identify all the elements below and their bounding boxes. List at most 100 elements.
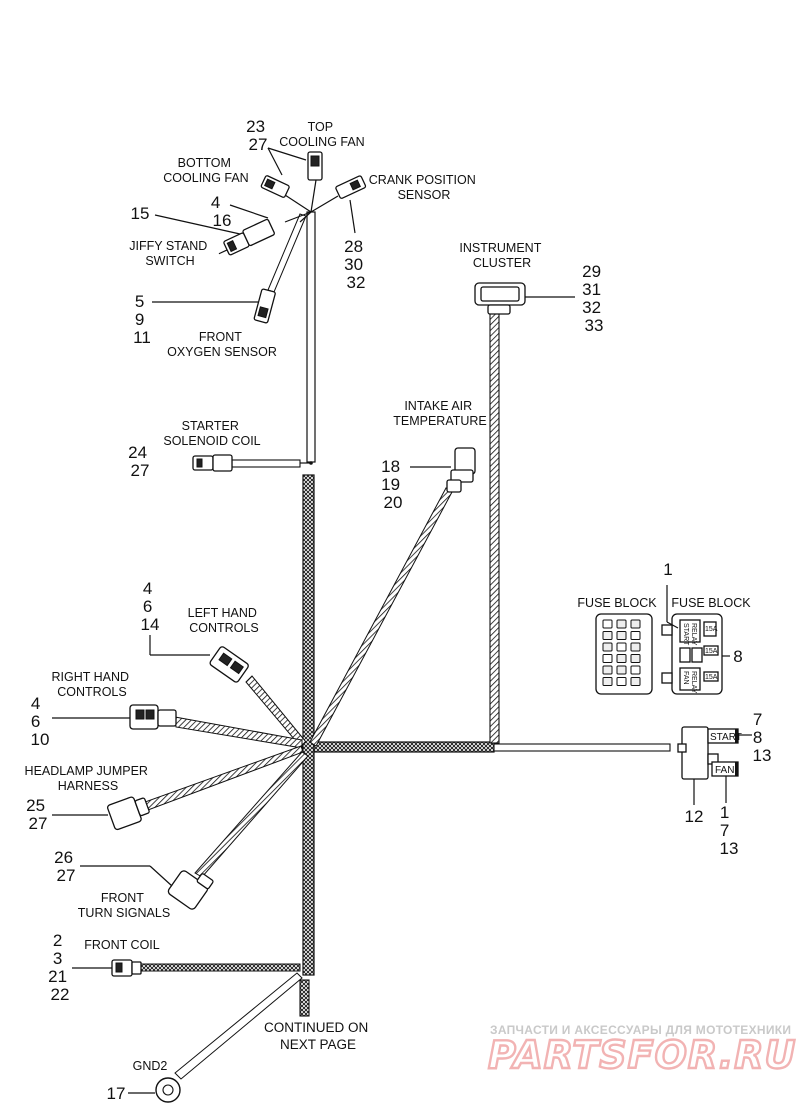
callout-iat: 18 19 20 — [381, 457, 405, 512]
fuse-block-left — [595, 613, 653, 695]
fuse-block-right: START RELAY FAN RELAY 15A 15A 15A — [661, 613, 723, 695]
label-fuse-block-left: FUSE BLOCK — [577, 596, 657, 610]
start-relay-tag: START — [682, 623, 689, 646]
fuse-rating-b: 15A — [705, 674, 718, 681]
callout-headlamp: 25 27 — [26, 796, 50, 833]
left-hand-controls-connector — [209, 646, 249, 683]
ground-ring-terminal — [128, 1077, 181, 1103]
headlamp-jumper-connector — [106, 796, 150, 831]
right-hand-controls-connector — [129, 704, 177, 730]
fuse-slot — [616, 665, 627, 675]
intake-air-temperature-connector — [410, 447, 476, 493]
callout-relay-bottom-left: 12 — [685, 807, 704, 826]
fuse-slot — [630, 631, 641, 640]
jiffy-stand-switch-connector — [218, 218, 275, 256]
branch-iat — [309, 487, 453, 747]
fuse-slot — [602, 654, 613, 663]
label-intake-air-temperature: INTAKE AIR TEMPERATURE — [393, 399, 487, 428]
starter-solenoid-connector — [192, 454, 233, 472]
label-continued: CONTINUED ON NEXT PAGE — [264, 1020, 372, 1052]
fuse-slot — [602, 642, 613, 652]
label-front-turn-signals: FRONT TURN SIGNALS — [78, 891, 170, 920]
label-top-cooling-fan: TOP COOLING FAN — [279, 120, 364, 149]
fuse-rating-a: 15A — [705, 648, 718, 655]
callout-fuse-top: 1 — [663, 560, 672, 579]
text-labels: TOP COOLING FAN BOTTOM COOLING FAN CRANK… — [25, 120, 752, 1073]
leader-lines — [152, 147, 356, 303]
label-fuse-block-right: FUSE BLOCK — [671, 596, 751, 610]
callout-relay-bottom-right: 1 7 13 — [720, 803, 739, 858]
label-right-hand-controls: RIGHT HAND CONTROLS — [51, 670, 132, 699]
watermark-tagline: ЗАПЧАСТИ И АКСЕССУАРЫ ДЛЯ МОТОТЕХНИКИ — [490, 1023, 791, 1037]
front-turn-signals-connector — [167, 870, 214, 910]
callout-relay-right: 7 8 13 — [753, 710, 772, 765]
callout-cluster: 29 31 32 33 — [582, 262, 606, 335]
fuse-slot — [602, 631, 613, 640]
watermark: ЗАПЧАСТИ И АКСЕССУАРЫ ДЛЯ МОТОТЕХНИКИ PA… — [487, 1023, 797, 1078]
fuse-slot — [616, 654, 627, 663]
label-starter-solenoid-coil: STARTER SOLENOID COIL — [163, 419, 260, 448]
crank-position-sensor-connector — [335, 175, 367, 199]
branch-turn-signals — [194, 751, 309, 878]
diagonal-branches — [139, 213, 453, 1080]
label-gnd2: GND2 — [133, 1059, 168, 1073]
fuse-slot — [602, 619, 613, 629]
label-jiffy-stand-switch: JIFFY STAND SWITCH — [129, 239, 211, 268]
fuse-slot — [616, 642, 627, 652]
fuse-slot — [630, 654, 641, 663]
fan-tag: FAN — [715, 765, 734, 776]
fuse-slot — [630, 619, 641, 629]
branch-left-hand — [245, 675, 307, 747]
label-front-coil: FRONT COIL — [84, 938, 160, 952]
fuse-slot — [602, 665, 613, 675]
branch-ground — [174, 972, 303, 1080]
fuse-rating-c: 15A — [705, 626, 718, 633]
watermark-brand: PARTSFOR.RU — [488, 1033, 796, 1077]
label-front-oxygen-sensor: FRONT OXYGEN SENSOR — [167, 330, 277, 359]
branch-front-coil — [139, 963, 301, 972]
label-left-hand-controls: LEFT HAND CONTROLS — [188, 606, 261, 635]
callout-jiffy: 15 — [131, 204, 150, 223]
fan-relay-tag-2: RELAY — [690, 671, 697, 694]
start-relay-tag-2: RELAY — [690, 623, 697, 646]
main-trunk-upper — [306, 211, 316, 463]
callout-top-fan: 23 27 — [246, 117, 270, 154]
callout-numbers: 23 27 4 16 15 28 30 32 5 9 11 29 31 32 3… — [26, 117, 771, 1103]
front-coil-connector — [111, 959, 142, 977]
fuse-slot — [602, 677, 613, 686]
fuse-slot — [630, 642, 641, 652]
start-tag: START — [710, 732, 742, 743]
branch-starter — [231, 459, 301, 468]
callout-oxygen-top: 4 16 — [211, 193, 232, 230]
label-bottom-cooling-fan: BOTTOM COOLING FAN — [163, 156, 248, 185]
top-cooling-fan-connector — [307, 151, 323, 181]
fuse-slot — [616, 619, 627, 629]
fuse-slot — [630, 677, 641, 686]
relay-block: START FAN — [677, 726, 742, 780]
horizontal-trunk-plain — [493, 743, 671, 752]
label-instrument-cluster: INSTRUMENT CLUSTER — [459, 241, 544, 270]
label-headlamp-jumper-harness: HEADLAMP JUMPER HARNESS — [25, 764, 152, 793]
callout-crank: 28 30 32 — [344, 237, 368, 292]
trunk-stub — [299, 979, 310, 1017]
callout-right-hand: 4 6 10 — [31, 694, 50, 749]
main-trunk-lower — [302, 474, 315, 976]
fuse-slot — [630, 665, 641, 675]
branch-oxygen — [267, 213, 307, 293]
top-sensor-cluster — [218, 151, 367, 324]
fan-relay-tag: FAN — [682, 671, 689, 685]
callout-turn: 26 27 — [54, 848, 78, 885]
bottom-cooling-fan-connector — [260, 175, 290, 198]
label-crank-position-sensor: CRANK POSITION SENSOR — [369, 173, 479, 202]
callout-front-coil: 2 3 21 22 — [48, 931, 72, 1004]
callout-left-hand: 4 6 14 — [141, 579, 160, 634]
horizontal-trunk-hatched — [313, 741, 495, 753]
callout-oxygen: 5 9 11 — [133, 292, 151, 347]
instrument-cluster-connector — [474, 282, 575, 315]
callout-starter: 24 27 — [128, 443, 152, 480]
fuse-slot — [616, 677, 627, 686]
callout-gnd: 17 — [107, 1084, 126, 1103]
cluster-branch — [489, 312, 500, 744]
